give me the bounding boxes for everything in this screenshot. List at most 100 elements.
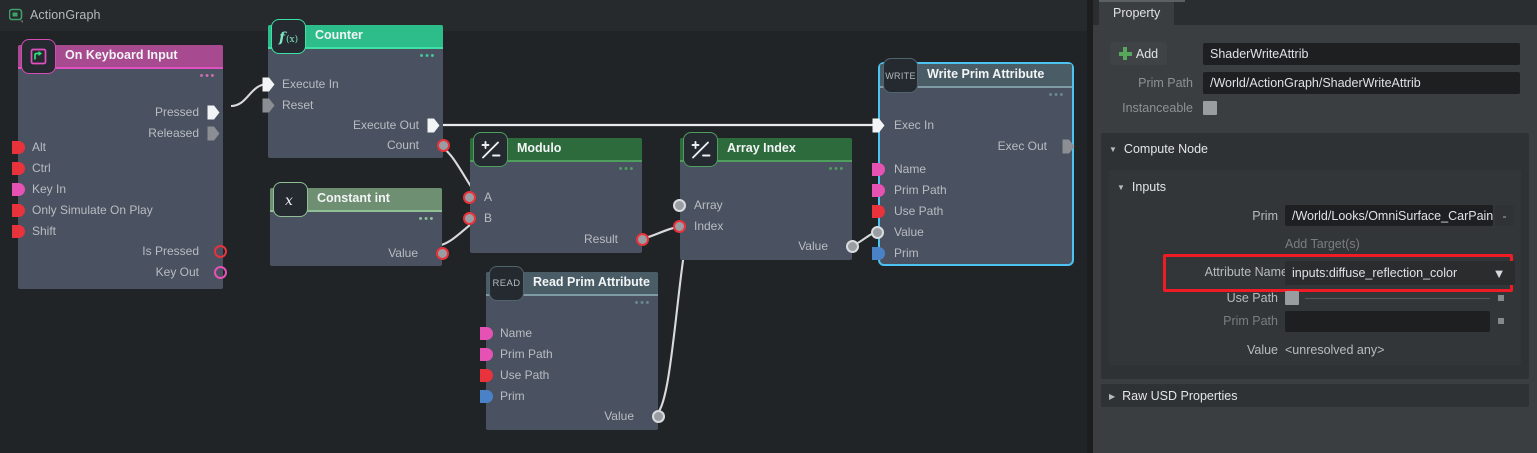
tab-property[interactable]: Property [1099,0,1175,25]
prim-remove-button[interactable]: - [1495,205,1514,226]
port-key-out[interactable]: Key Out [18,265,227,280]
node-header[interactable]: On Keyboard Input [18,45,223,69]
port-a[interactable]: A [463,190,642,205]
port-execute-out[interactable]: Execute Out [268,118,443,133]
port-dot[interactable] [872,163,885,176]
exec-in-dot[interactable] [262,98,275,113]
prim-path2-field[interactable] [1285,311,1490,332]
port-dot[interactable] [872,184,885,197]
prim-name-field[interactable]: ShaderWriteAttrib [1203,43,1520,65]
exec-out-dot[interactable] [427,118,440,133]
port-dot[interactable] [673,220,686,233]
port-dot[interactable] [437,139,450,152]
port-dot[interactable] [463,212,476,225]
port-reset[interactable]: Reset [262,98,443,113]
node-header[interactable]: Write Prim Attribute [880,64,1072,88]
chevron-down-icon[interactable]: ▼ [1483,261,1515,285]
exec-out-dot[interactable] [207,126,220,141]
use-path-checkbox[interactable] [1285,291,1299,305]
port-value[interactable]: Value [871,225,1071,240]
node-modulo[interactable]: Modulo ••• A B Re [463,132,649,253]
port-only-simulate-on-play[interactable]: Only Simulate On Play [12,203,223,218]
port-count[interactable]: Count [268,138,450,153]
node-header[interactable]: Counter [268,25,443,49]
exec-out-dot[interactable] [207,105,220,120]
port-array[interactable]: Array [673,198,852,213]
port-prim-path[interactable]: Prim Path [480,347,658,362]
port-dot[interactable] [846,240,859,253]
node-header[interactable]: Read Prim Attribute [486,272,658,296]
node-menu-dots[interactable]: ••• [419,50,436,62]
node-header[interactable]: Array Index [680,138,852,162]
port-dot[interactable] [872,247,885,260]
port-dot[interactable] [652,410,665,423]
prim-path-field[interactable]: /World/ActionGraph/ShaderWriteAttrib [1203,72,1520,94]
raw-usd-header[interactable]: ▶ Raw USD Properties [1109,388,1237,404]
exec-out-dot[interactable] [1062,139,1075,154]
port-dot[interactable] [12,162,25,175]
port-dot[interactable] [872,205,885,218]
port-name[interactable]: Name [480,326,658,341]
port-dot[interactable] [214,245,227,258]
port-dot[interactable] [436,247,449,260]
port-index[interactable]: Index [673,219,852,234]
node-menu-dots[interactable]: ••• [199,70,216,82]
compute-node-header[interactable]: ▼ Compute Node [1109,141,1208,157]
port-execute-in[interactable]: Execute In [262,77,443,92]
attribute-name-field[interactable]: inputs:diffuse_reflection_color [1285,261,1515,285]
port-exec-in[interactable]: Exec In [872,118,1071,133]
node-menu-dots[interactable]: ••• [828,163,845,175]
port-is-pressed[interactable]: Is Pressed [18,244,227,259]
port-exec-out[interactable]: Exec Out [880,139,1075,154]
node-menu-dots[interactable]: ••• [418,213,435,225]
node-write-prim-attribute[interactable]: Write Prim Attribute ••• WRITE Exec In E… [871,58,1075,266]
port-dot[interactable] [214,266,227,279]
inputs-header[interactable]: ▼ Inputs [1117,179,1166,195]
add-targets-label[interactable]: Add Target(s) [1285,237,1360,251]
port-name[interactable]: Name [872,162,1071,177]
port-ctrl[interactable]: Ctrl [12,161,223,176]
port-dot[interactable] [463,191,476,204]
port-shift[interactable]: Shift [12,224,223,239]
exec-in-dot[interactable] [872,118,885,133]
port-dot[interactable] [871,226,884,239]
port-value[interactable]: Value [270,246,449,261]
action-graph-canvas[interactable]: ActionGraph On Keyboard Input ••• [0,0,1087,453]
prim-target-field[interactable]: /World/Looks/OmniSurface_CarPain [1285,205,1493,226]
exec-in-dot[interactable] [262,77,275,92]
port-b[interactable]: B [463,211,642,226]
node-on-keyboard-input[interactable]: On Keyboard Input ••• Pressed [12,39,227,289]
port-dot[interactable] [636,233,649,246]
port-dot[interactable] [12,225,25,238]
node-counter[interactable]: Counter ••• f (x) Execute In [262,19,450,158]
port-prim-path[interactable]: Prim Path [872,183,1071,198]
port-value[interactable]: Value [486,409,665,424]
port-pressed[interactable]: Pressed [18,105,223,120]
prim-path2-marker[interactable] [1498,318,1504,324]
port-prim[interactable]: Prim [480,389,658,404]
add-button[interactable]: Add [1110,42,1167,65]
port-dot[interactable] [480,390,493,403]
port-dot[interactable] [673,199,686,212]
port-dot[interactable] [480,369,493,382]
node-header[interactable]: Constant int [270,188,442,212]
node-array-index[interactable]: Array Index ••• Array Index [673,132,859,260]
port-dot[interactable] [480,327,493,340]
port-value[interactable]: Value [680,239,859,254]
node-header[interactable]: Modulo [470,138,642,162]
port-result[interactable]: Result [470,232,649,247]
instanceable-checkbox[interactable] [1203,101,1217,115]
port-dot[interactable] [12,204,25,217]
port-dot[interactable] [480,348,493,361]
port-alt[interactable]: Alt [12,140,223,155]
port-released[interactable]: Released [18,126,223,141]
port-dot[interactable] [12,141,25,154]
node-menu-dots[interactable]: ••• [618,163,635,175]
port-prim[interactable]: Prim [872,246,1071,261]
use-path-marker[interactable] [1498,295,1504,301]
node-menu-dots[interactable]: ••• [1048,89,1065,101]
node-constant-int[interactable]: Constant int ••• x Value [270,182,449,266]
node-read-prim-attribute[interactable]: Read Prim Attribute ••• READ Name Prim P… [480,266,665,430]
port-dot[interactable] [12,183,25,196]
port-key-in[interactable]: Key In [12,182,223,197]
